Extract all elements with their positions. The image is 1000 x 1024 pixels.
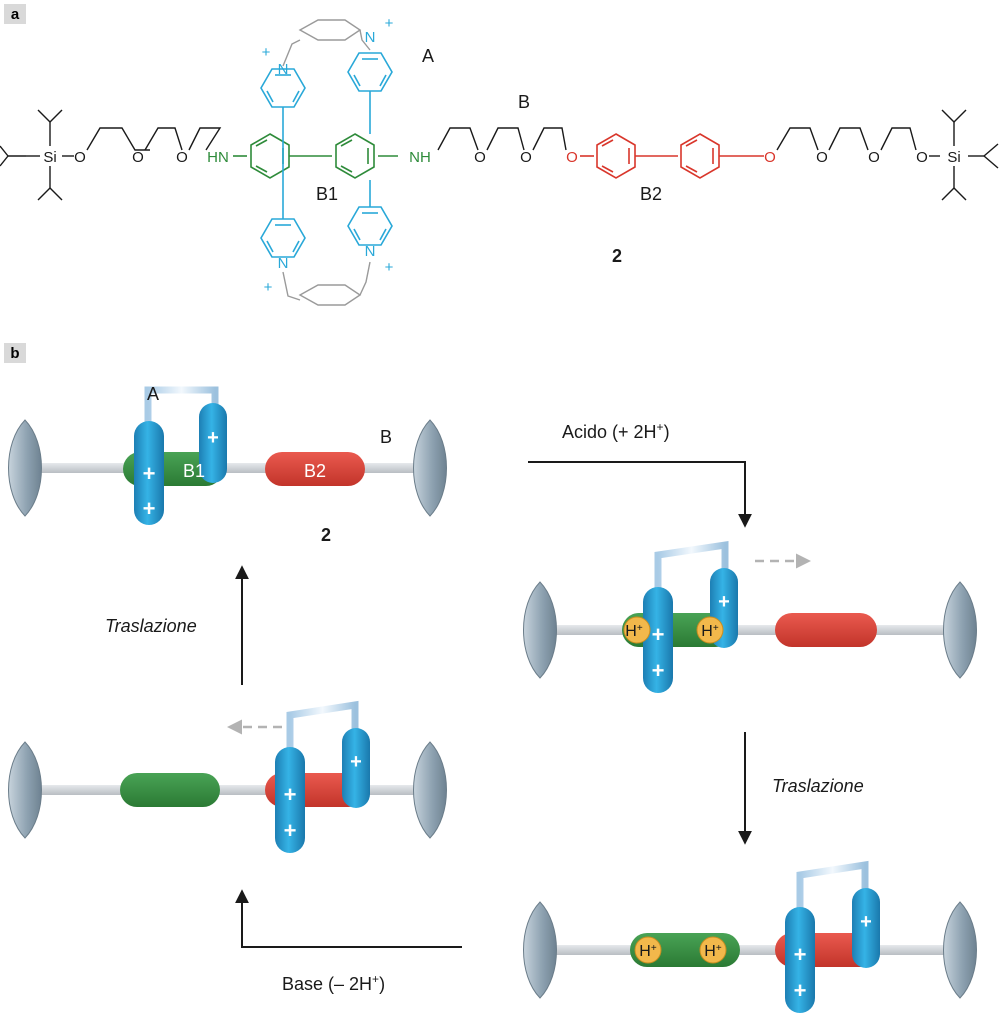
right-tips-group: Si xyxy=(941,109,999,201)
label-a-axle: B xyxy=(518,92,530,112)
axle-1 xyxy=(28,463,428,473)
label-a-b1: B1 xyxy=(316,184,338,204)
proton-badge-3b xyxy=(699,936,727,964)
panel-b: b + + + B1 B2 A B 2 Acido (+ 2H+) xyxy=(4,343,977,1018)
o-atom-red-2: O xyxy=(764,149,776,166)
left-tips-group: Si O xyxy=(0,109,86,201)
base-step-label: Base (– 2H+) xyxy=(282,972,385,994)
ring-a-structure xyxy=(260,52,393,258)
panel-b-tag: b xyxy=(10,345,19,362)
panel-a-tag: a xyxy=(11,6,20,23)
panel-a-tag-bg xyxy=(4,4,26,24)
hn-atom: HN xyxy=(207,149,229,166)
stopper-left-1 xyxy=(8,419,42,517)
bipyridinium-front-4 xyxy=(275,747,305,853)
stopper-left-4 xyxy=(8,741,42,839)
charge-plus-4c: + xyxy=(350,751,362,773)
base-arrow xyxy=(235,889,462,948)
proton-badge-2b xyxy=(696,616,724,644)
n-atom-4: N xyxy=(365,243,376,260)
label-a-ring: A xyxy=(422,46,434,66)
o-atom-right-3: O xyxy=(916,149,928,166)
n-plus-3: + xyxy=(264,279,273,296)
station-b1-4 xyxy=(120,773,220,807)
station-b2-2 xyxy=(775,613,877,647)
charge-plus-1c: + xyxy=(207,427,219,449)
n-atom-1: N xyxy=(278,61,289,78)
panel-b-tag-bg xyxy=(4,343,26,363)
stopper-right-2 xyxy=(943,581,977,679)
charge-plus-3c: + xyxy=(860,911,872,933)
compound-number-b: 2 xyxy=(321,525,331,545)
compound-number-a: 2 xyxy=(612,246,622,266)
o-atom-right-2: O xyxy=(868,149,880,166)
n-atom-2: N xyxy=(365,29,376,46)
panel-a: a Si O O O HN xyxy=(0,4,999,306)
proton-label-3b: H+ xyxy=(704,943,722,961)
right-glycol-chain xyxy=(776,127,819,151)
bipyridinium-front-3 xyxy=(785,907,815,1013)
proton-label-2b: H+ xyxy=(701,623,719,641)
nh-atom: NH xyxy=(409,149,431,166)
state-1-rotaxane: + + + B1 B2 A B 2 xyxy=(8,384,447,545)
mid-glycol-chain xyxy=(437,127,479,151)
o-atom-left-2: O xyxy=(132,149,144,166)
stopper-left-2 xyxy=(523,581,557,679)
bipyridinium-back-4 xyxy=(342,728,370,808)
charge-plus-2b: + xyxy=(652,658,665,683)
charge-plus-4a: + xyxy=(284,782,297,807)
n-plus-1: + xyxy=(262,44,271,61)
stopper-left-3 xyxy=(523,901,557,999)
label-b-ring: A xyxy=(147,384,159,404)
o-atom-right-1: O xyxy=(816,149,828,166)
left-glycol-chain xyxy=(86,127,150,151)
o-atom-left-1: O xyxy=(74,149,86,166)
station-b1-core xyxy=(233,133,398,179)
stopper-right-1 xyxy=(413,419,447,517)
charge-plus-2a: + xyxy=(652,622,665,647)
bipyridinium-back-3 xyxy=(852,888,880,968)
charge-plus-4b: + xyxy=(284,818,297,843)
axle-3 xyxy=(540,945,960,955)
n-atom-3: N xyxy=(278,255,289,272)
translation-label-left: Traslazione xyxy=(105,616,197,636)
n-plus-2: + xyxy=(385,15,394,32)
o-atom-mid-1: O xyxy=(474,149,486,166)
proton-label-3a: H+ xyxy=(639,943,657,961)
axle-2 xyxy=(540,625,960,635)
o-atom-mid-2: O xyxy=(520,149,532,166)
bipyridinium-front-2 xyxy=(643,587,673,693)
stopper-right-4 xyxy=(413,741,447,839)
label-a-b2: B2 xyxy=(640,184,662,204)
state-2-rotaxane: + + + H+ H+ xyxy=(523,540,977,700)
charge-plus-1a: + xyxy=(143,461,156,486)
proton-label-2a: H+ xyxy=(625,623,643,641)
station-b2-core xyxy=(580,133,764,179)
n-plus-4: + xyxy=(385,259,394,276)
state-4-rotaxane: + + + xyxy=(8,700,447,858)
label-b-axle: B xyxy=(380,427,392,447)
translation-label-right: Traslazione xyxy=(772,776,864,796)
proton-badge-3a xyxy=(634,936,662,964)
state-3-rotaxane: + + + H+ H+ xyxy=(523,860,977,1018)
charge-plus-3b: + xyxy=(794,978,807,1003)
o-atom-left-3: O xyxy=(176,149,188,166)
charge-plus-2c: + xyxy=(718,591,730,613)
label-b-b1: B1 xyxy=(183,461,205,481)
label-b-b2: B2 xyxy=(304,461,326,481)
station-b2-1 xyxy=(265,452,365,486)
stopper-right-3 xyxy=(943,901,977,999)
bipyridinium-front-1 xyxy=(134,421,164,525)
acid-arrow xyxy=(528,461,752,528)
charge-plus-1b: + xyxy=(143,496,156,521)
si-atom-left: Si xyxy=(43,149,56,166)
o-atom-red-1: O xyxy=(566,149,578,166)
proton-badge-2a xyxy=(623,616,651,644)
si-atom-right: Si xyxy=(947,149,960,166)
charge-plus-3a: + xyxy=(794,942,807,967)
xylylene-linkers xyxy=(282,19,371,306)
bipyridinium-back-1 xyxy=(199,403,227,483)
acid-step-label: Acido (+ 2H+) xyxy=(562,420,670,442)
